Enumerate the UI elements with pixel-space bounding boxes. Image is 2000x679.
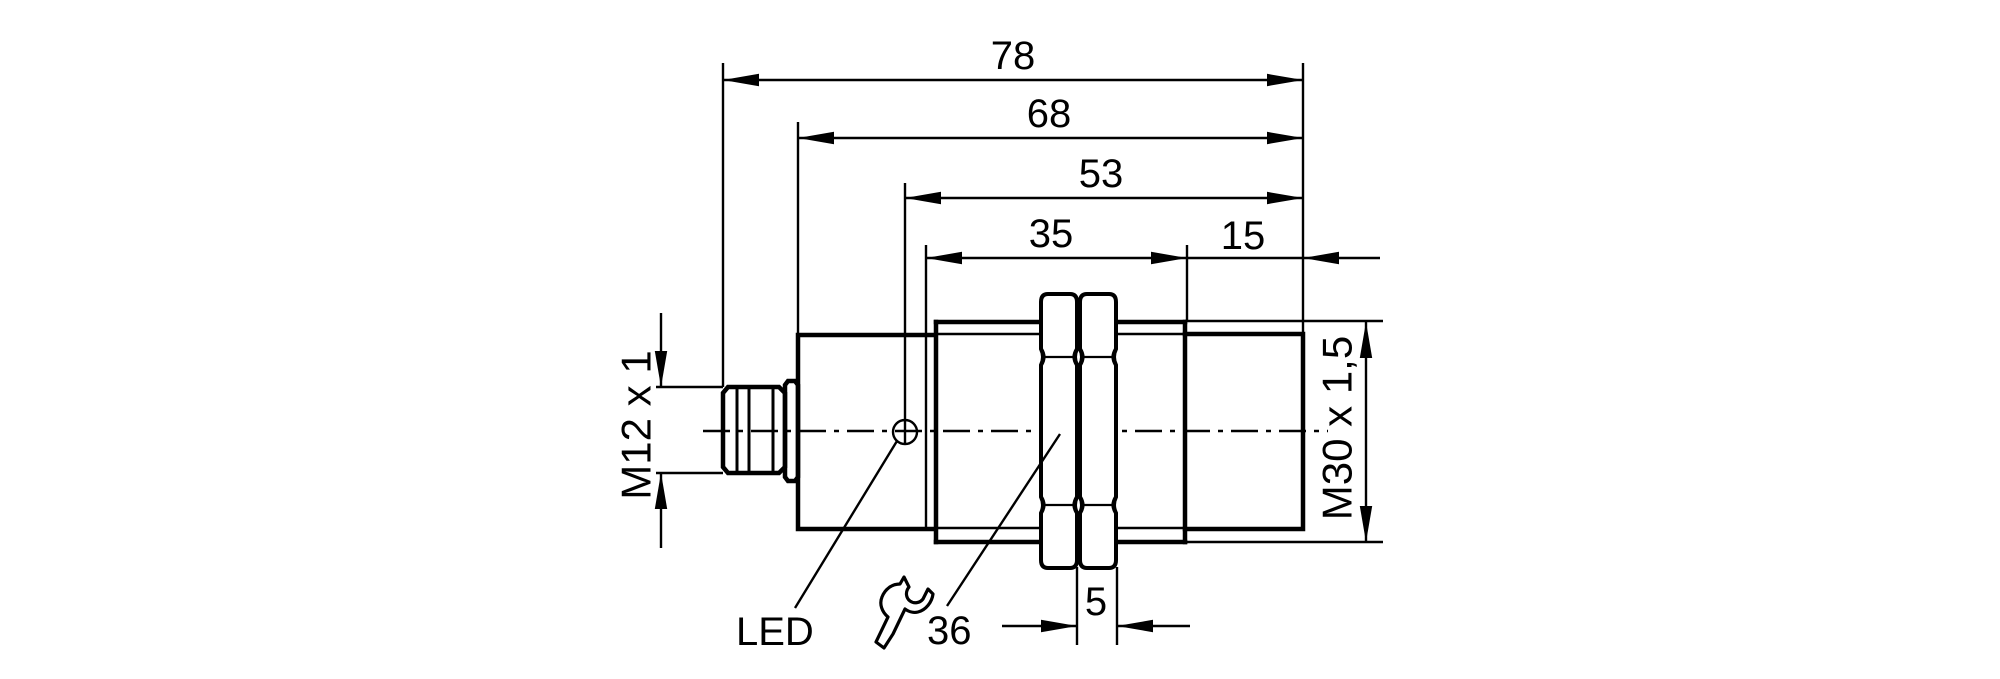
dimension-68: 68 bbox=[796, 92, 1303, 335]
hex-nut-2-facets bbox=[1080, 348, 1116, 514]
wrench-size-36: 36 bbox=[874, 433, 1062, 653]
m12-thread-label: M12 x 1 bbox=[613, 350, 660, 499]
arrow-left-outside-icon bbox=[1303, 251, 1339, 265]
arrow-right-icon bbox=[1267, 73, 1303, 87]
arrow-left-icon bbox=[1117, 619, 1153, 633]
led-leader-line bbox=[793, 440, 899, 609]
dimension-m12: M12 x 1 bbox=[613, 313, 723, 548]
dim-68-value: 68 bbox=[1027, 92, 1072, 136]
dimension-5: 5 bbox=[1002, 567, 1190, 645]
dimension-35-15: 35 15 bbox=[926, 212, 1380, 322]
wrench-36-value: 36 bbox=[927, 609, 972, 653]
arrow-right-icon bbox=[1267, 191, 1303, 205]
arrow-left-icon bbox=[905, 191, 941, 205]
arrow-left-icon bbox=[926, 251, 962, 265]
hex-nut-1-facets bbox=[1041, 348, 1077, 514]
hex-nut-2 bbox=[1078, 292, 1118, 570]
sensor-body bbox=[720, 245, 1306, 545]
arrow-left-icon bbox=[798, 131, 834, 145]
dimension-m30: M30 x 1,5 bbox=[1185, 319, 1383, 544]
connector-cylinder bbox=[720, 384, 788, 476]
front-barrel bbox=[1182, 331, 1306, 532]
dim-78-value: 78 bbox=[991, 34, 1036, 78]
arrow-right-icon bbox=[1267, 131, 1303, 145]
hex-nuts bbox=[1039, 292, 1118, 570]
dim-15-value: 15 bbox=[1221, 214, 1266, 258]
dim-53-value: 53 bbox=[1079, 152, 1124, 196]
dimension-53: 53 bbox=[903, 152, 1303, 444]
arrow-right-icon bbox=[1041, 619, 1077, 633]
dim-5-value: 5 bbox=[1085, 580, 1107, 624]
wrench-icon bbox=[874, 575, 935, 650]
led-indicator: LED bbox=[736, 418, 919, 654]
m30-thread-label: M30 x 1,5 bbox=[1314, 336, 1361, 520]
hex-nut-1 bbox=[1039, 292, 1079, 570]
arrow-left-icon bbox=[723, 73, 759, 87]
housing-rear-section bbox=[795, 332, 938, 532]
arrow-down-icon bbox=[1359, 506, 1373, 542]
led-label: LED bbox=[736, 610, 814, 654]
wrench-leader-line bbox=[945, 433, 1062, 607]
arrow-up-icon bbox=[1359, 322, 1373, 358]
dim-35-value: 35 bbox=[1029, 212, 1074, 256]
arrow-right-icon bbox=[1151, 251, 1187, 265]
